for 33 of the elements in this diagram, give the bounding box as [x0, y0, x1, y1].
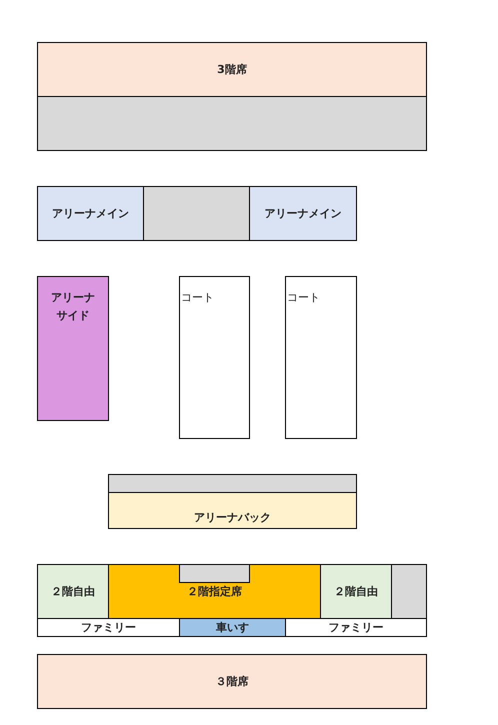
court-area	[285, 276, 357, 439]
section-label: コート	[287, 290, 320, 306]
seating-section	[320, 564, 392, 619]
seating-section	[37, 276, 109, 421]
section-label: ３階席	[216, 674, 248, 690]
section-label: コート	[181, 290, 214, 306]
section-label: ファミリー	[81, 620, 136, 636]
blocked-section	[143, 186, 250, 241]
section-label: 3階席	[217, 62, 247, 78]
blocked-section	[179, 564, 250, 583]
section-label: ２階指定席	[187, 584, 242, 600]
blocked-section	[391, 564, 427, 619]
blocked-section	[108, 474, 357, 493]
seating-section	[37, 42, 427, 97]
seating-section	[249, 186, 357, 241]
section-label: ２階自由	[51, 584, 95, 600]
section-label: アリーナメイン	[264, 206, 342, 222]
seating-section	[108, 492, 357, 529]
seating-section	[285, 618, 427, 637]
section-label: アリーナメイン	[52, 206, 129, 222]
seating-section	[37, 618, 180, 637]
section-label: ファミリー	[328, 620, 384, 636]
court-area	[179, 276, 250, 439]
section-label: ２階自由	[334, 584, 378, 600]
seating-section	[37, 186, 144, 241]
seating-section	[37, 654, 427, 709]
seating-section	[179, 618, 286, 637]
section-label: アリーナバック	[194, 510, 271, 526]
section-label: 車いす	[216, 620, 249, 636]
seating-section	[37, 564, 109, 619]
section-label: アリーナサイド	[51, 290, 95, 324]
blocked-section	[37, 96, 427, 151]
seating-section	[108, 564, 321, 619]
